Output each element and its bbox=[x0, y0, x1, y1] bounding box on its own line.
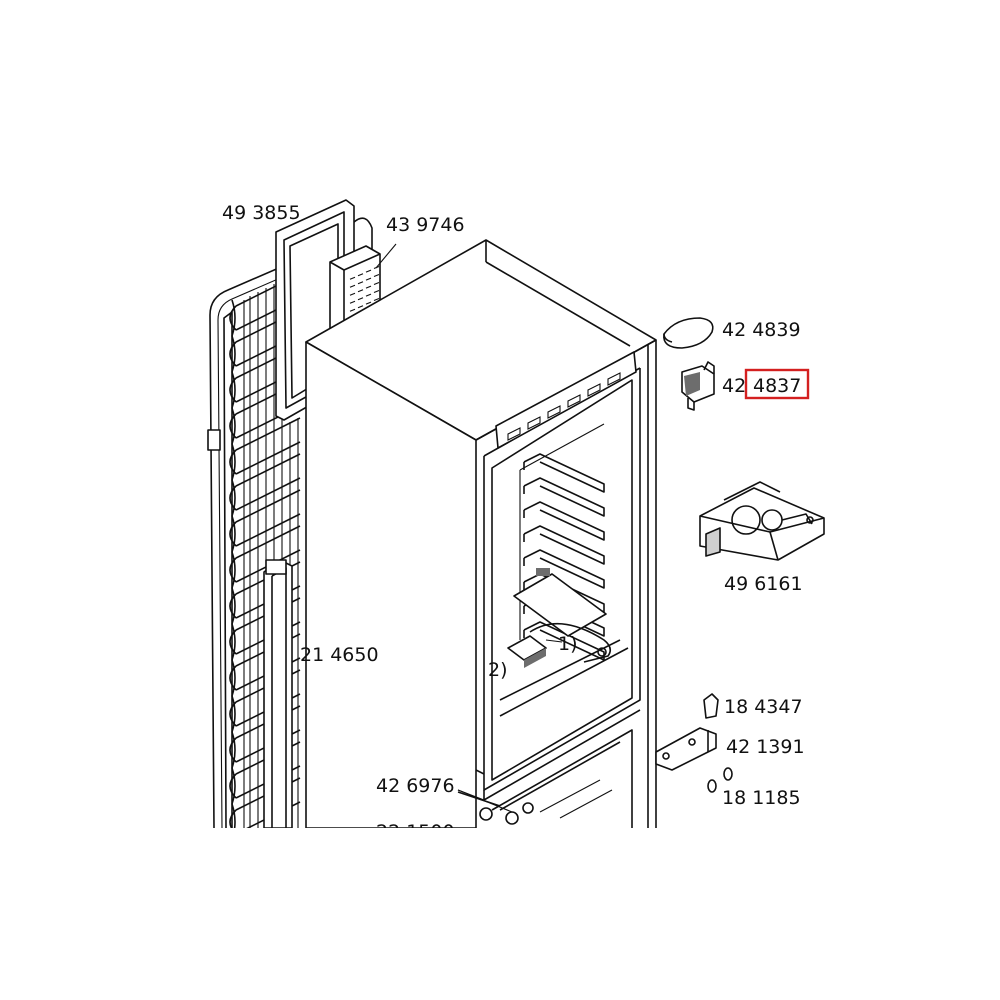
fridge-cabinet bbox=[305, 239, 657, 828]
door-handle-strip bbox=[263, 559, 293, 828]
hinge-assembly bbox=[655, 693, 733, 793]
part-label-49-6161: 49 6161 bbox=[724, 573, 803, 595]
part-label-49-3855: 49 3855 bbox=[222, 202, 301, 224]
fan-housing bbox=[699, 481, 825, 561]
part-label-42-4837-prefix: 42 bbox=[722, 375, 746, 397]
part-label-18-1185: 18 1185 bbox=[722, 787, 801, 809]
note-1: 1) bbox=[558, 633, 578, 655]
part-label-42-1391: 42 1391 bbox=[726, 736, 805, 758]
highlight-box bbox=[744, 368, 810, 400]
note-2: 2) bbox=[488, 659, 508, 681]
part-label-21-4650: 21 4650 bbox=[300, 644, 379, 666]
lamp-holder bbox=[681, 361, 715, 411]
lamp-cover bbox=[663, 317, 714, 349]
leader-lines bbox=[375, 243, 563, 813]
part-label-18-4347: 18 4347 bbox=[724, 696, 803, 718]
part-label-42-4839: 42 4839 bbox=[722, 319, 801, 341]
part-label-43-9746: 43 9746 bbox=[386, 214, 465, 236]
part-label-22-1500: 22 1500 bbox=[376, 821, 455, 843]
part-label-42-6976: 42 6976 bbox=[376, 775, 455, 797]
part-label-42-4837-suffix: 4837 bbox=[753, 375, 801, 397]
